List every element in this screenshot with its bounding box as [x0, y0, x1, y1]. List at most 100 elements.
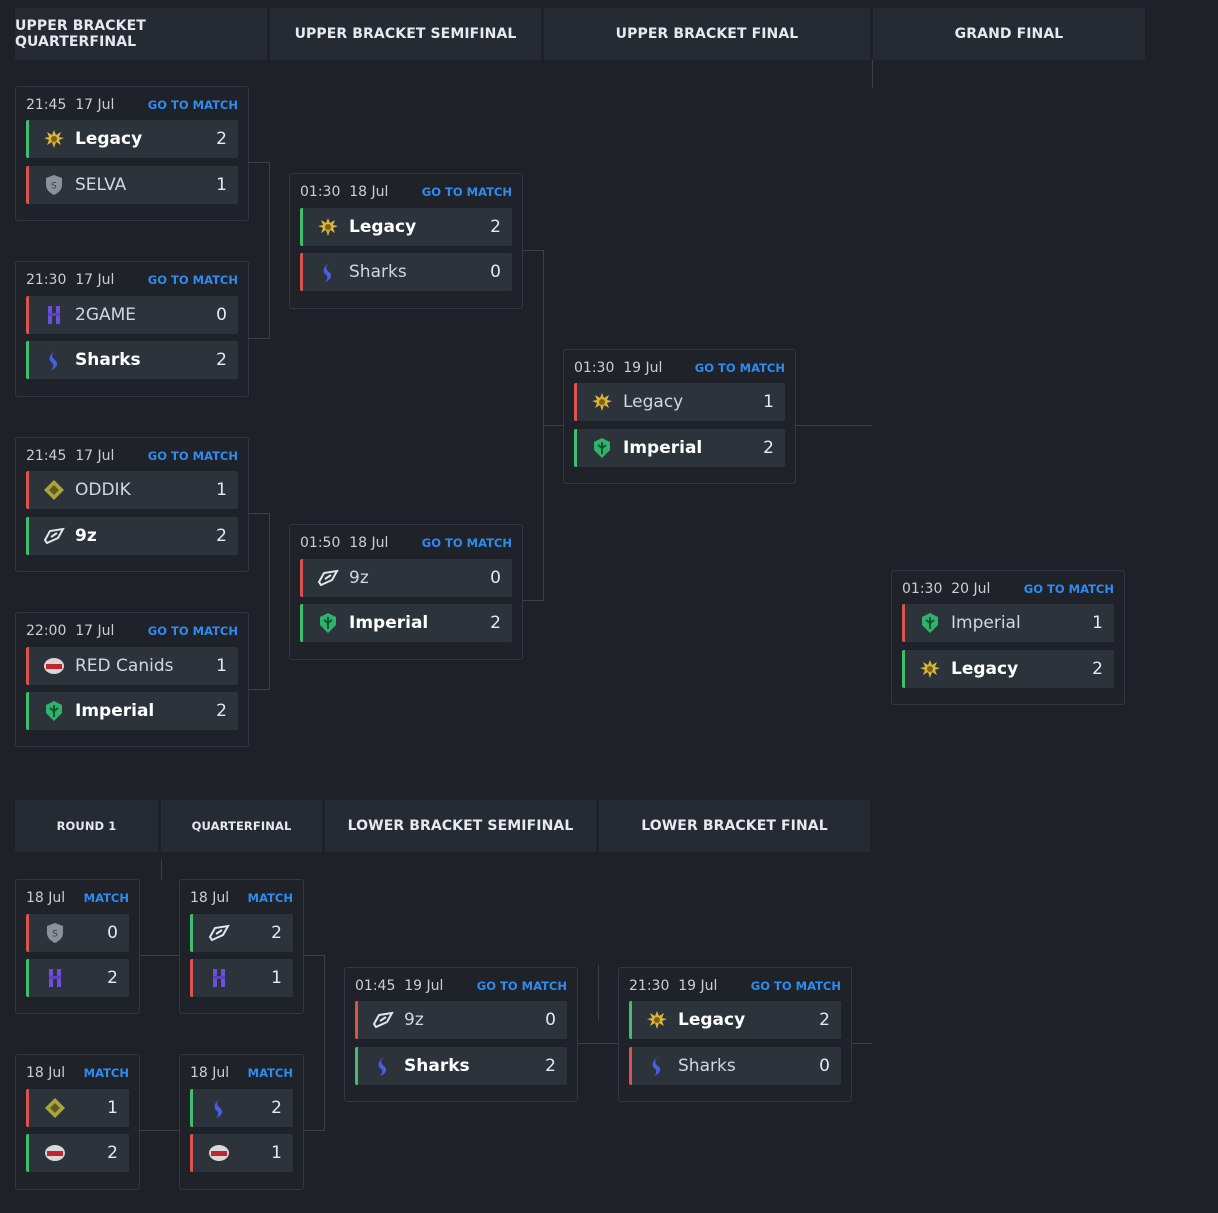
connector-line: [796, 425, 872, 426]
team-name: Legacy: [349, 217, 417, 237]
9z-icon: [316, 566, 340, 590]
connector-line: [523, 600, 543, 601]
go-to-match-link[interactable]: GO TO MATCH: [421, 536, 512, 550]
go-to-match-link[interactable]: GO TO MATCH: [147, 449, 238, 463]
team-row[interactable]: 1: [190, 959, 293, 997]
header-grand-final: GRAND FINAL: [873, 8, 1145, 60]
team-name: SELVA: [75, 175, 127, 195]
team-name: 9z: [404, 1010, 424, 1030]
match-datetime: 01:50 18 Jul: [300, 535, 389, 551]
go-to-match-link[interactable]: GO TO MATCH: [750, 979, 841, 993]
team-score: 1: [216, 656, 227, 676]
match-datetime: 21:45 17 Jul: [26, 448, 115, 464]
team-name: Legacy: [678, 1010, 746, 1030]
team-score: 1: [763, 392, 774, 412]
go-to-match-link[interactable]: MATCH: [83, 1066, 129, 1080]
red-canids-icon: [43, 1141, 67, 1165]
team-name: Imperial: [349, 613, 429, 633]
go-to-match-link[interactable]: GO TO MATCH: [147, 98, 238, 112]
go-to-match-link[interactable]: MATCH: [247, 891, 293, 905]
9z-icon: [371, 1008, 395, 1032]
9z-icon: [42, 524, 66, 548]
team-row[interactable]: 2: [26, 959, 129, 997]
legacy-icon: [645, 1008, 669, 1032]
team-name: Legacy: [75, 129, 143, 149]
go-to-match-link[interactable]: GO TO MATCH: [476, 979, 567, 993]
2game-icon: [43, 966, 67, 990]
team-row[interactable]: Legacy 2: [26, 120, 238, 158]
team-score: 2: [763, 438, 774, 458]
header-upper-quarterfinal: UPPER BRACKET QUARTERFINAL: [15, 8, 267, 60]
team-row[interactable]: 2: [190, 914, 293, 952]
team-row[interactable]: RED Canids 1: [26, 647, 238, 685]
go-to-match-link[interactable]: MATCH: [247, 1066, 293, 1080]
sharks-icon: [316, 260, 340, 284]
team-row[interactable]: Legacy 2: [902, 650, 1114, 688]
connector-line: [249, 689, 270, 690]
sharks-icon: [645, 1054, 669, 1078]
go-to-match-link[interactable]: GO TO MATCH: [694, 361, 785, 375]
team-score: 2: [1092, 659, 1103, 679]
team-row[interactable]: 2: [190, 1089, 293, 1127]
match-datetime: 01:30 18 Jul: [300, 184, 389, 200]
team-row[interactable]: Imperial 2: [300, 604, 512, 642]
red-canids-icon: [42, 654, 66, 678]
team-name: Imperial: [951, 613, 1021, 633]
oddik-icon: [43, 1096, 67, 1120]
team-name: 2GAME: [75, 305, 137, 325]
connector-line: [249, 513, 270, 514]
go-to-match-link[interactable]: MATCH: [83, 891, 129, 905]
team-score: 0: [819, 1056, 830, 1076]
team-name: Legacy: [951, 659, 1019, 679]
go-to-match-link[interactable]: GO TO MATCH: [1023, 582, 1114, 596]
team-score: 2: [216, 129, 227, 149]
connector-line: [872, 60, 873, 88]
selva-icon: S: [43, 921, 67, 945]
red-canids-icon: [207, 1141, 231, 1165]
oddik-icon: [42, 478, 66, 502]
connector-line: [523, 250, 543, 251]
header-lower-final: LOWER BRACKET FINAL: [599, 800, 870, 852]
team-score: 2: [271, 923, 282, 943]
team-score: 0: [107, 923, 118, 943]
team-name: 9z: [75, 526, 97, 546]
2game-icon: [207, 966, 231, 990]
go-to-match-link[interactable]: GO TO MATCH: [147, 273, 238, 287]
team-score: 0: [490, 568, 501, 588]
team-row[interactable]: 2: [26, 1134, 129, 1172]
team-name: RED Canids: [75, 656, 174, 676]
team-score: 2: [545, 1056, 556, 1076]
connector-line: [140, 955, 180, 956]
team-row[interactable]: 1: [26, 1089, 129, 1127]
go-to-match-link[interactable]: GO TO MATCH: [147, 624, 238, 638]
connector-line: [269, 162, 270, 339]
match-datetime: 18 Jul: [26, 1065, 66, 1081]
go-to-match-link[interactable]: GO TO MATCH: [421, 185, 512, 199]
team-score: 2: [490, 613, 501, 633]
team-row[interactable]: 1: [190, 1134, 293, 1172]
team-score: 0: [490, 262, 501, 282]
